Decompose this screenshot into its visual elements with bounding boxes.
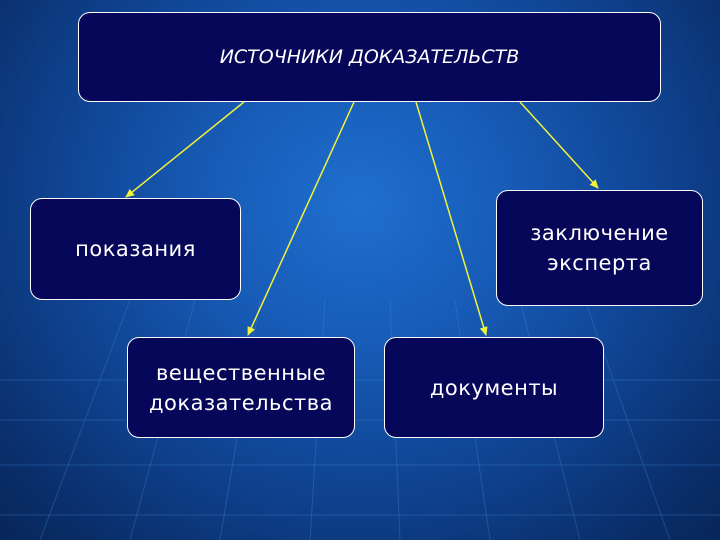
root-node-box: ИСТОЧНИКИ ДОКАЗАТЕЛЬСТВ (78, 12, 661, 102)
arrow-root-to-expert-opinion (519, 101, 599, 189)
node-physical-evidence: вещественные доказательства (127, 337, 355, 438)
arrow-root-to-physical-evidence (247, 101, 355, 336)
node-expert-opinion-label: заключение эксперта (530, 221, 669, 275)
node-testimony-label: показания (75, 237, 196, 261)
arrow-root-to-testimony (125, 101, 245, 198)
arrow-root-to-documents (415, 101, 488, 336)
root-node-label: ИСТОЧНИКИ ДОКАЗАТЕЛЬСТВ (219, 46, 520, 68)
node-documents: документы (384, 337, 604, 438)
node-documents-label: документы (429, 375, 559, 400)
node-expert-opinion: заключение эксперта (496, 190, 703, 306)
node-testimony: показания (30, 198, 241, 300)
node-physical-evidence-label: вещественные доказательства (149, 360, 333, 415)
